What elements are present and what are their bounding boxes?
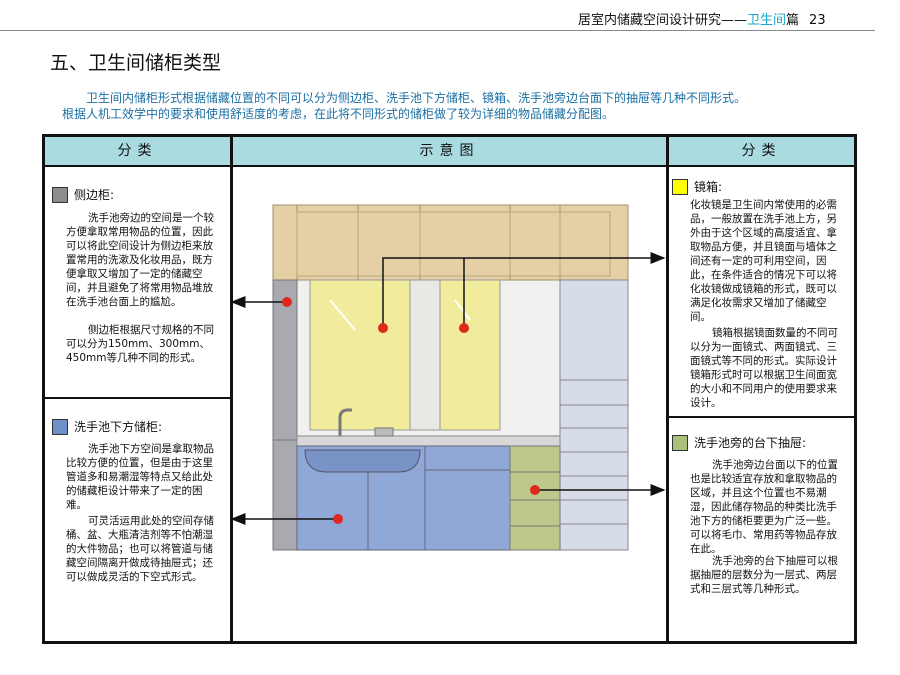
side-cabinet-shape: [272, 279, 298, 551]
header-rule: [0, 30, 875, 31]
mirror-right-shape: [439, 279, 501, 431]
under-sink-text-1: 洗手池下方空间是拿取物品比较方便的位置，但是由于这里管道多和易潮湿等特点又给此处…: [66, 443, 214, 511]
under-sink-swatch: [52, 418, 68, 435]
col-header-right: 分类: [741, 143, 782, 159]
right-row-separator: [669, 416, 854, 418]
drawer-title: 洗手池旁的台下抽屉:: [694, 436, 807, 450]
column-divider-left: [230, 134, 233, 644]
table-frame: [42, 134, 857, 644]
header-suffix: 篇: [786, 13, 800, 28]
mirror-cabinet-swatch: [672, 178, 688, 195]
marker-drawer: [530, 485, 540, 495]
marker-mirror-left: [378, 323, 388, 333]
upper-wood-cabinets: [272, 204, 629, 281]
marker-mirror-right: [459, 323, 469, 333]
side-cabinet-swatch: [52, 186, 68, 203]
callout-lines: [230, 252, 666, 525]
drawer-swatch: [672, 434, 688, 451]
mirror-cabinet-text-1: 化妆镜是卫生间内常使用的必需品，一般放置在洗手池上方，另外由于这个区域的高度适宜…: [690, 199, 837, 323]
intro-paragraph: 卫生间内储柜形式根据储藏位置的不同可以分为侧边柜、洗手池下方储柜、镜箱、洗手池旁…: [62, 91, 747, 121]
column-divider-right: [666, 134, 669, 644]
mirror-cabinet-title: 镜箱:: [694, 180, 723, 194]
side-cabinet-title: 侧边柜:: [74, 188, 115, 202]
under-sink-heading: 洗手池下方储柜:: [52, 418, 162, 435]
countertop: [296, 435, 561, 447]
drawer-shape: [509, 445, 561, 551]
drawer-text-2: 洗手池旁的台下抽屉可以根据抽屉的层数分为一层式、两层式和三层式等几种形式。: [690, 555, 838, 595]
col-header-middle: 示意图: [419, 143, 480, 159]
running-header: 居室内储藏空间设计研究——卫生间篇 23: [578, 9, 868, 28]
mirror-cabinet-heading: 镜箱:: [672, 178, 722, 195]
drawer-heading: 洗手池旁的台下抽屉:: [672, 434, 806, 451]
side-cabinet-heading: 侧边柜:: [52, 186, 114, 203]
table-header-band: [45, 137, 854, 167]
section-title: 五、卫生间储柜类型: [50, 52, 222, 74]
tall-cabinet-shape: [559, 279, 629, 551]
mirror-left-shape: [309, 279, 411, 431]
page-number: 23: [809, 13, 826, 28]
mirror-cabinet-text-2: 镜箱根据镜面数量的不同可以分为一面镜式、两面镜式、三面镜式等不同的形式。实际设计…: [690, 327, 838, 409]
under-sink-cabinet-shape: [296, 445, 511, 551]
side-cabinet-text-2: 侧边柜根据尺寸规格的不同可以分为150mm、300mm、450mm等几种不同的形…: [66, 324, 214, 364]
side-cabinet-text-1: 洗手池旁边的空间是一个较方便拿取常用物品的位置，因此可以将此空间设计为侧边柜来放…: [66, 212, 214, 308]
left-row-separator: [45, 397, 230, 399]
marker-side-cabinet: [282, 297, 292, 307]
col-header-left: 分类: [117, 143, 158, 159]
under-sink-text-2: 可灵活运用此处的空间存储桶、盆、大瓶清洁剂等不怕潮湿的大件物品；也可以将管道与储…: [66, 515, 214, 583]
drawer-text-1: 洗手池旁边台面以下的位置也是比较适宜存放和拿取物品的区域，并且这个位置也不易潮湿…: [690, 459, 838, 555]
header-accent: 卫生间: [747, 13, 787, 28]
header-text: 居室内储藏空间设计研究——: [578, 13, 748, 28]
marker-under-sink: [333, 514, 343, 524]
under-sink-title: 洗手池下方储柜:: [74, 420, 163, 434]
